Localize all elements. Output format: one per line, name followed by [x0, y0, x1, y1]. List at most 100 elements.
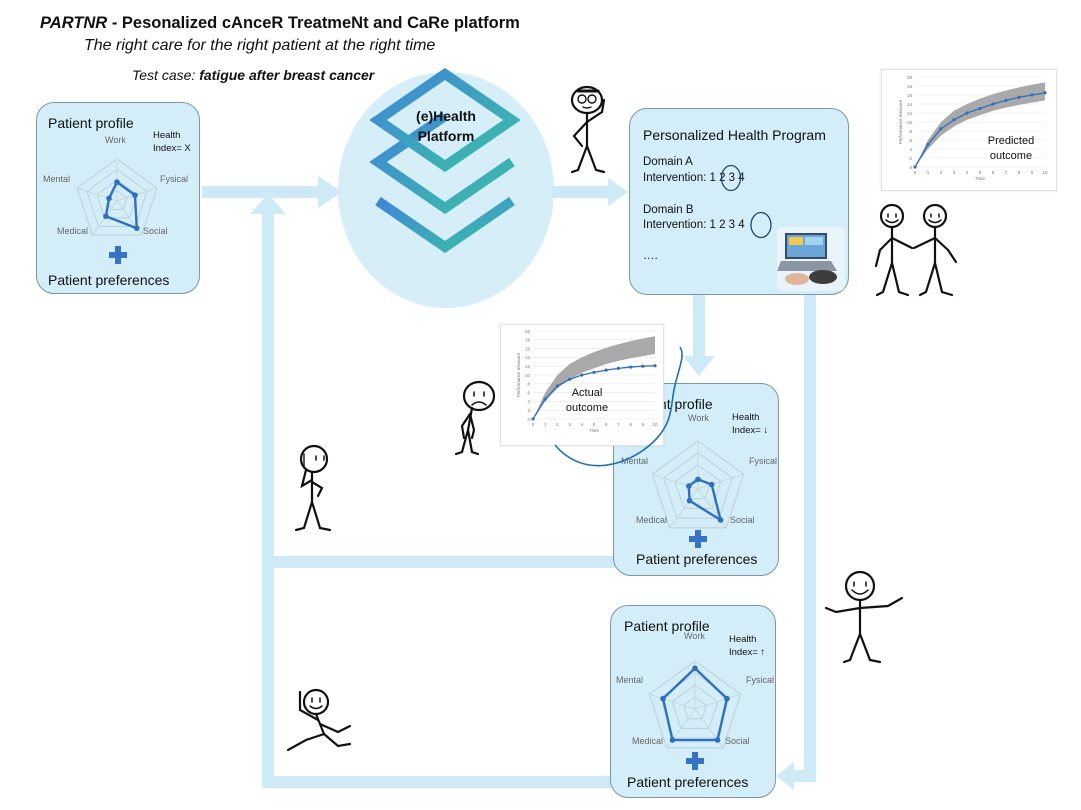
- y-tick-label: 2: [909, 156, 912, 161]
- axis-label-mental: Mental: [616, 675, 644, 685]
- plus-icon: [109, 246, 127, 264]
- x-tick-label: 1: [927, 170, 930, 175]
- x-tick-label: 9: [1031, 170, 1034, 175]
- y-axis-label: Performance measure: [516, 352, 521, 397]
- y-tick-label: 0: [909, 165, 912, 170]
- radar-grid-ring: [663, 452, 733, 519]
- x-axis-label: Time: [975, 176, 985, 181]
- platform-label-line1: (e)Health: [416, 108, 476, 124]
- laptop-photo-icon: [777, 227, 845, 291]
- health-program-card: Personalized Health Program Domain A Int…: [629, 108, 849, 295]
- radar-point: [692, 665, 698, 671]
- axis-label-mental: Mental: [43, 174, 71, 184]
- axis-label-mental: Mental: [621, 456, 649, 466]
- radar-point: [714, 737, 721, 743]
- data-point: [965, 111, 969, 115]
- x-tick-label: 4: [966, 170, 969, 175]
- data-point: [555, 384, 559, 388]
- x-tick-label: 7: [1005, 170, 1008, 175]
- data-point: [629, 365, 633, 369]
- radar-point: [133, 225, 140, 231]
- axis-label-fysical: Fysical: [746, 675, 775, 685]
- x-tick-label: 3: [953, 170, 956, 175]
- radar-point: [106, 195, 112, 202]
- x-tick-label: 10: [652, 422, 658, 427]
- test-case-label: Test case:: [132, 67, 200, 83]
- axis-label-social: Social: [143, 226, 168, 236]
- axis-label-work: Work: [688, 413, 709, 423]
- selection-ring-b: [750, 211, 772, 239]
- radar-spoke: [669, 488, 699, 529]
- radar-profile-shape: [104, 180, 139, 230]
- x-tick-label: 8: [1018, 170, 1021, 175]
- running-figure-icon: [286, 688, 352, 752]
- program-ellipsis: ….: [643, 250, 658, 262]
- axis-label-fysical: Fysical: [749, 456, 778, 466]
- axis-label-medical: Medical: [57, 226, 89, 236]
- domain-a: Domain A: [643, 156, 693, 168]
- domain-b-intervention: Intervention: 1 2 3 4: [643, 219, 745, 231]
- thinking-figure-icon: [570, 85, 606, 174]
- radar-point: [686, 497, 693, 504]
- data-point: [543, 397, 547, 401]
- y-tick-label: 14: [525, 355, 531, 360]
- x-tick-label: 0: [914, 170, 917, 175]
- sad-figure-icon: [454, 380, 496, 456]
- data-point: [568, 377, 572, 381]
- y-tick-label: 18: [525, 338, 531, 343]
- profile-title: Patient profile: [624, 618, 710, 634]
- y-tick-label: 14: [907, 102, 913, 107]
- page-subtitle: The right care for the right patient at …: [84, 37, 436, 54]
- radar-point: [660, 695, 666, 702]
- radar-grid-ring: [96, 179, 138, 219]
- y-tick-label: 12: [525, 364, 531, 369]
- happy-figure-icon: [824, 570, 904, 664]
- data-point: [939, 127, 943, 131]
- radar-chart: [76, 158, 158, 236]
- radar-point: [132, 192, 138, 198]
- y-tick-label: 20: [525, 329, 531, 334]
- wavy-line: [554, 346, 683, 467]
- axis-label-social: Social: [730, 515, 755, 525]
- radar-point: [114, 179, 120, 185]
- x-tick-label: 5: [593, 422, 596, 427]
- program-title: Personalized Health Program: [643, 127, 826, 143]
- y-tick-label: 2: [527, 408, 530, 413]
- y-tick-label: 16: [525, 346, 531, 351]
- radar-grid-ring: [86, 168, 148, 227]
- data-point: [580, 373, 584, 377]
- brand-name: PARTNR: [40, 14, 108, 32]
- y-tick-label: 4: [909, 147, 912, 152]
- x-tick-label: 0: [532, 422, 535, 427]
- x-tick-label: 2: [556, 422, 559, 427]
- x-tick-label: 1: [544, 422, 547, 427]
- title-rest: - Pesonalized cAnceR TreatmeNt and CaRe …: [107, 14, 520, 32]
- domain-b: Domain B: [643, 204, 694, 216]
- radar-grid-ring: [674, 464, 722, 509]
- handshake-figures-icon: [874, 203, 958, 297]
- plus-icon: [686, 752, 704, 770]
- radar-point: [686, 483, 692, 489]
- data-point: [991, 102, 995, 106]
- data-point: [913, 165, 917, 169]
- y-tick-label: 18: [907, 84, 913, 89]
- platform-label-line2: Platform: [417, 128, 475, 144]
- data-point: [616, 366, 620, 370]
- y-tick-label: 10: [525, 373, 531, 378]
- data-point: [1043, 91, 1047, 95]
- test-case-value: fatigue after breast cancer: [199, 67, 375, 83]
- axis-label-social: Social: [725, 736, 750, 746]
- data-point: [1017, 95, 1021, 99]
- data-point: [926, 142, 930, 147]
- radar-point: [103, 213, 109, 220]
- radar-grid-ring: [651, 440, 745, 529]
- axis-label-fysical: Fysical: [160, 174, 189, 184]
- radar-point: [724, 695, 730, 702]
